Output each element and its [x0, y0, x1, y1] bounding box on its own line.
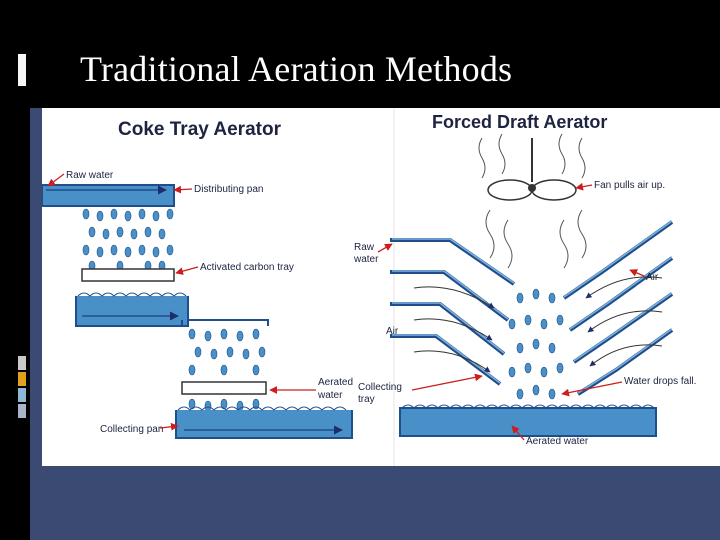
aeration-diagram-svg: Coke Tray Aerator Raw water Distributing… — [42, 108, 696, 466]
water-drops-middle — [188, 328, 266, 376]
collecting-tray — [399, 407, 657, 437]
raw-water-pointer — [47, 173, 65, 187]
coke-tray-aerator: Coke Tray Aerator Raw water Distributing… — [42, 119, 353, 439]
distributing-pan-label: Distributing pan — [194, 184, 263, 195]
left-strip — [0, 0, 30, 540]
water-drops-upper — [82, 208, 174, 272]
coke-title: Coke Tray Aerator — [118, 119, 282, 140]
distributing-pan — [42, 184, 175, 207]
air-label-left: Air — [386, 326, 399, 337]
air-label-right: Air — [646, 272, 659, 283]
water-drops-label: Water drops fall. — [624, 376, 696, 387]
collecting-tray-pointer — [411, 373, 483, 391]
title-band — [0, 0, 720, 108]
accent-bar — [18, 54, 26, 86]
activated-carbon-label: Activated carbon tray — [200, 262, 294, 273]
raw-water-pointer — [377, 243, 393, 253]
forced-title: Forced Draft Aerator — [432, 112, 607, 132]
aerated-water-label-line1: Aerated — [318, 377, 353, 388]
aeration-figure: Coke Tray Aerator Raw water Distributing… — [42, 108, 720, 466]
forced-draft-aerator: Forced Draft Aerator Fan pulls air up. — [353, 112, 696, 447]
distributing-pan-pointer — [173, 185, 193, 194]
right-slats — [562, 220, 674, 396]
tray-pan — [75, 296, 189, 327]
activated-carbon-tray — [81, 268, 175, 282]
water-ripples — [401, 404, 655, 409]
slide-title: Traditional Aeration Methods — [80, 49, 513, 89]
water-drops-lower — [188, 398, 260, 412]
water-ripples — [77, 292, 187, 297]
aerated-water-label: Aerated water — [526, 436, 589, 447]
raw-water-label-line1: Raw — [354, 242, 375, 253]
water-ripples — [177, 406, 347, 411]
tray-rim — [181, 319, 269, 326]
air-right-pointer — [629, 269, 645, 277]
right-slats-highlight — [563, 220, 673, 394]
aerated-water-label-line2: water — [317, 390, 343, 401]
accent-bar — [18, 356, 26, 370]
falling-drops — [508, 288, 564, 400]
fan — [487, 138, 577, 201]
rising-air-lines — [478, 133, 587, 269]
activated-carbon-pointer — [175, 266, 199, 275]
fan-pointer — [575, 182, 593, 191]
air-arrows — [413, 276, 663, 373]
collecting-pan-label: Collecting pan — [100, 424, 163, 435]
accent-bar — [18, 372, 26, 386]
raw-water-label: Raw water — [66, 170, 114, 181]
collecting-tray-label-line2: tray — [358, 394, 375, 405]
collecting-pan — [175, 410, 353, 439]
accent-bar — [18, 404, 26, 418]
raw-water-label-line2: water — [353, 254, 379, 265]
water-drops-pointer — [561, 381, 623, 397]
aerated-water-pointer — [511, 425, 525, 441]
activated-carbon-tray — [181, 381, 267, 395]
left-strip-edge — [28, 108, 30, 540]
fan-label: Fan pulls air up. — [594, 180, 665, 191]
accent-bar — [18, 388, 26, 402]
collecting-pan-pointer — [159, 422, 179, 431]
collecting-tray-label-line1: Collecting — [358, 382, 402, 393]
